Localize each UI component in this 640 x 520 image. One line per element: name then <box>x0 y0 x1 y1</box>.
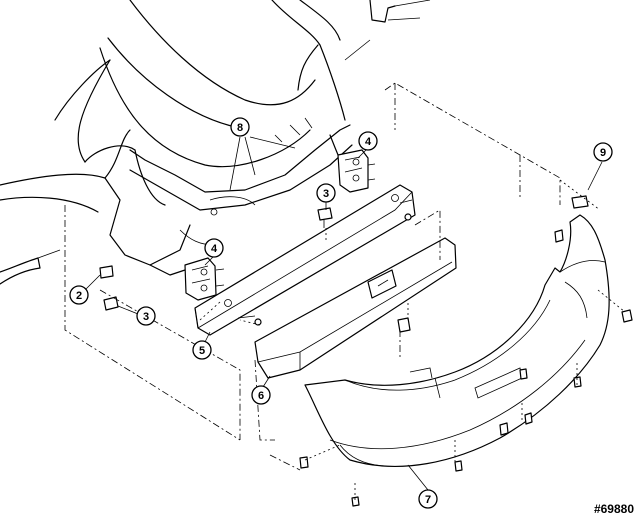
vehicle-body-rear <box>0 0 431 285</box>
callout-3-upper: 3 <box>316 183 336 210</box>
callout-6: 6 <box>251 375 271 405</box>
svg-text:2: 2 <box>76 290 82 302</box>
screws <box>299 229 633 507</box>
svg-text:7: 7 <box>425 494 431 506</box>
side-bracket-right <box>337 149 376 193</box>
svg-text:8: 8 <box>237 122 243 134</box>
energy-absorber <box>254 237 457 379</box>
callout-7: 7 <box>407 464 438 509</box>
svg-text:4: 4 <box>211 243 218 255</box>
callout-5: 5 <box>192 331 212 360</box>
callout-3-lower: 3 <box>117 305 156 326</box>
svg-text:3: 3 <box>323 188 329 200</box>
svg-text:4: 4 <box>365 136 372 148</box>
callout-2: 2 <box>69 274 101 305</box>
callout-8: 8 <box>229 117 296 191</box>
svg-text:5: 5 <box>199 345 205 357</box>
clip-fasteners <box>99 207 333 311</box>
svg-text:9: 9 <box>600 147 606 159</box>
diagram-reference-number: #69880 <box>593 502 634 516</box>
callout-9: 9 <box>587 142 613 191</box>
installation-guide-lines <box>64 82 626 500</box>
callout-4-lower: 4 <box>204 238 224 266</box>
bumper-fascia <box>304 195 610 467</box>
bumper-reinforcement <box>194 184 416 336</box>
callout-4-upper: 4 <box>357 131 378 159</box>
side-bracket-left <box>184 257 225 301</box>
svg-text:3: 3 <box>143 311 149 323</box>
callouts: 8 4 3 9 4 2 <box>69 117 613 509</box>
svg-text:6: 6 <box>258 390 264 402</box>
